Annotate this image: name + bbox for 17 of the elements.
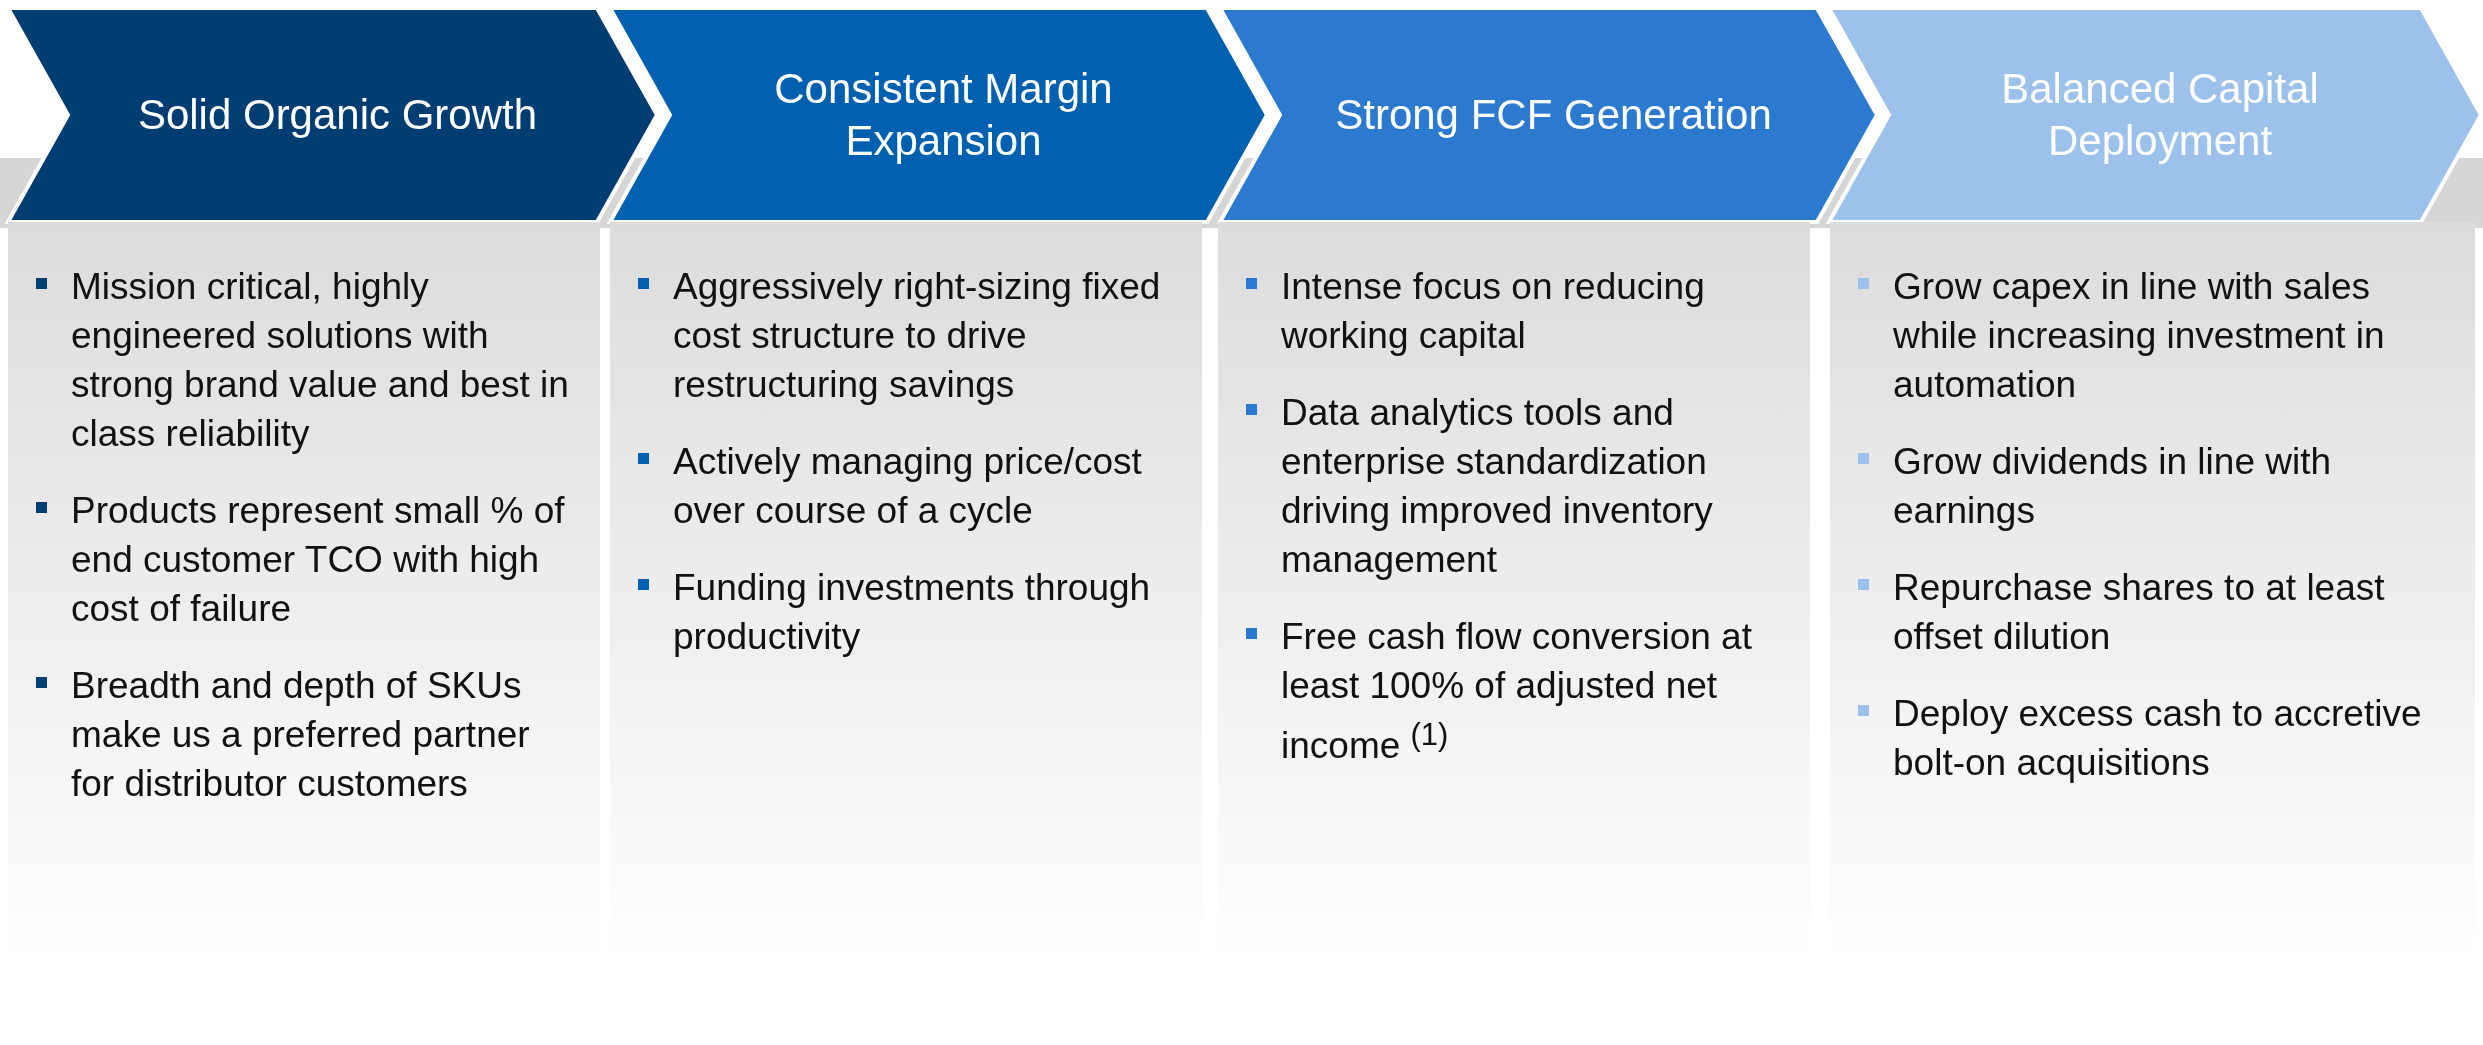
bullet-text: Repurchase shares to at least offset dilution [1893, 566, 2386, 659]
bullet-text: Grow capex in line with sales while increasing investment in automation [1893, 265, 2386, 407]
stage-heading: Consistent Margin Expansion [773, 64, 1114, 166]
stage-heading: Solid Organic Growth [137, 90, 538, 140]
bullet-text: Actively managing price/cost over course of a cycle [673, 440, 1143, 533]
bullet-text: Grow dividends in line with earnings [1893, 440, 2333, 533]
stage-heading: Balanced Capital Deployment [2000, 64, 2320, 166]
stage-heading: Strong FCF Generation [1335, 90, 1772, 140]
bullet-text: Aggressively right-sizing fixed cost structure to drive restructuring savings [673, 265, 1162, 407]
bullet-text: Funding investments through productivity [673, 566, 1152, 659]
bullet-text: Mission critical, highly engineered solutions with strong brand value and best in class reliability [71, 265, 570, 456]
bullet-text: Free cash flow conversion at least 100% of adjusted net income $^{(1)}$ [1281, 615, 1753, 769]
bullet-text: Data analytics tools and enterprise standardization driving improved inventory management [1281, 391, 1714, 582]
bullet-text: Breadth and depth of SKUs make us a preferred partner for distributor customers [71, 664, 531, 806]
bullet-text: Deploy excess cash to accretive bolt-on acquisitions [1893, 692, 2423, 785]
bullet-text: Intense focus on reducing working capital [1281, 265, 1706, 358]
bullet-text: Products represent small % of end customer TCO with high cost of failure [71, 489, 566, 631]
